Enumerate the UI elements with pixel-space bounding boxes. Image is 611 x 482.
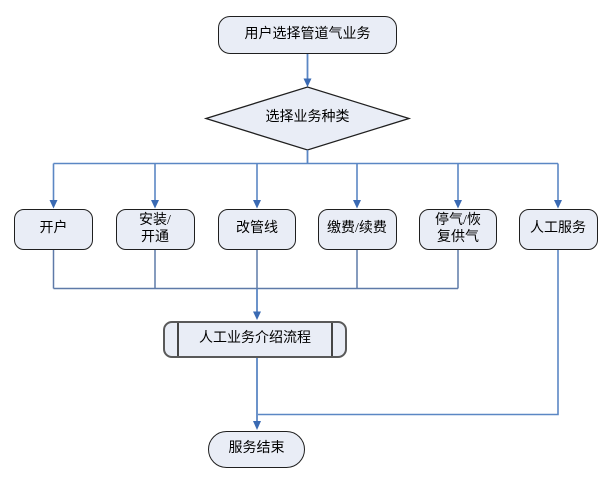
- node-end: 服务结束: [208, 431, 305, 468]
- arrowhead-col-3: [253, 200, 261, 209]
- arrowhead-col-5: [454, 200, 462, 209]
- node-option-open-account: 开户: [14, 209, 93, 250]
- arrowhead-col-2: [151, 200, 159, 209]
- node-option-payment-renewal-label: 缴费/续费: [327, 221, 387, 237]
- node-option-payment-renewal: 缴费/续费: [317, 209, 397, 250]
- arrowhead-col-4: [353, 200, 361, 209]
- node-start: 用户选择管道气业务: [218, 16, 397, 54]
- predefined-right-bar: [331, 323, 333, 356]
- node-end-label: 服务结束: [228, 441, 285, 457]
- arrowhead-col-6: [554, 200, 562, 209]
- node-option-change-pipeline-label: 改管线: [236, 221, 278, 237]
- node-option-stop-resume-gas-label: 停气/恢 复供气: [435, 212, 481, 245]
- node-option-stop-resume-gas: 停气/恢 复供气: [419, 209, 497, 250]
- arrowhead-col-1: [49, 200, 58, 209]
- arrowhead-decision: [303, 78, 312, 87]
- node-start-label: 用户选择管道气业务: [244, 26, 371, 42]
- connector-manual-service-bypass: [258, 250, 559, 416]
- node-option-change-pipeline: 改管线: [218, 209, 296, 250]
- node-decision-label: 选择业务种类: [265, 109, 350, 125]
- node-subprocess-label: 人工业务介绍流程: [199, 331, 311, 347]
- node-option-install-activate: 安装/ 开通: [115, 209, 195, 250]
- arrowhead-end: [253, 421, 261, 430]
- arrowhead-subprocess: [253, 311, 261, 320]
- node-option-manual-service: 人工服务: [518, 209, 598, 250]
- node-option-manual-service-label: 人工服务: [530, 221, 586, 237]
- node-option-open-account-label: 开户: [39, 221, 68, 237]
- node-subprocess: 人工业务介绍流程: [163, 321, 347, 358]
- node-option-install-activate-label: 安装/ 开通: [139, 212, 171, 245]
- predefined-left-bar: [177, 323, 179, 356]
- decision-diamond-shape: [203, 86, 412, 151]
